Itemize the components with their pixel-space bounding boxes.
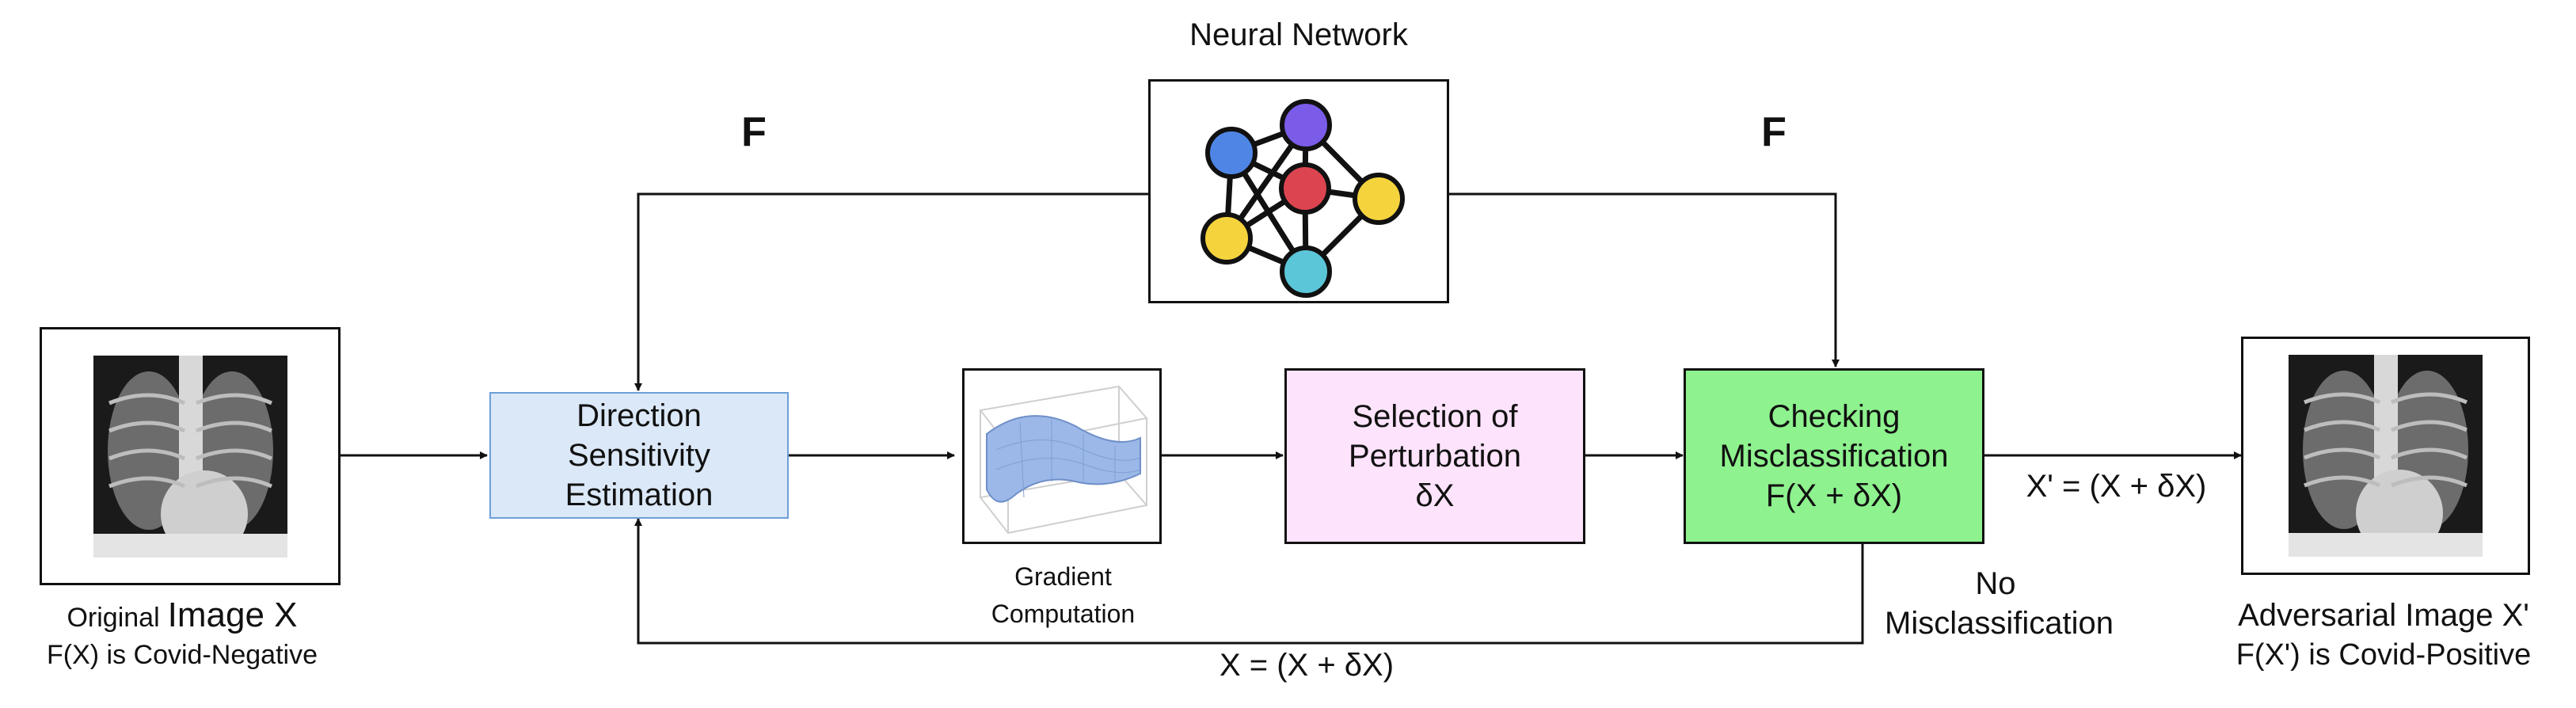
no-misclassification-line1: No — [1975, 566, 2016, 601]
output-caption-line2: F(X') is Covid-Positive — [2235, 638, 2532, 672]
direction-line2: Sensitivity — [567, 438, 711, 473]
checking-line2: Misclassification — [1719, 439, 1949, 474]
input-caption-small: Original — [67, 603, 160, 633]
node-cyan — [1280, 246, 1332, 298]
arrow-network-to-checking — [1449, 192, 1840, 367]
input-image-frame — [40, 327, 341, 585]
selection-line1: Selection of — [1352, 399, 1518, 434]
direction-sensitivity-box: Direction Sensitivity Estimation — [489, 392, 789, 519]
label-f-right: F — [1761, 109, 1786, 155]
node-red — [1279, 162, 1331, 215]
gradient-caption-line1: Gradient — [1014, 562, 1112, 591]
node-yellow-right — [1353, 173, 1405, 225]
checking-line1: Checking — [1767, 399, 1901, 434]
checking-line3: F(X + δX) — [1765, 478, 1903, 513]
label-f-left: F — [741, 109, 767, 155]
arrow-network-to-direction — [634, 192, 1148, 391]
input-caption-line2: F(X) is Covid-Negative — [47, 640, 318, 670]
node-yellow-left — [1200, 212, 1253, 265]
input-xray-image — [93, 355, 287, 558]
selection-line2: Perturbation — [1349, 439, 1521, 474]
feedback-formula: X = (X + δX) — [1219, 648, 1395, 683]
output-image-frame — [2241, 337, 2530, 575]
direction-line3: Estimation — [565, 478, 713, 512]
input-caption-large: Image X — [167, 596, 298, 634]
gradient-caption-line2: Computation — [991, 600, 1136, 628]
no-misclassification-line2: Misclassification — [1885, 606, 2114, 641]
neural-network-box — [1148, 79, 1449, 303]
gradient-surface-icon — [979, 385, 1148, 535]
direction-line1: Direction — [576, 398, 702, 433]
input-caption-line1: Original Image X — [0, 598, 364, 635]
output-xray-image — [2289, 355, 2483, 557]
node-purple — [1280, 99, 1332, 151]
neural-network-icon — [1200, 99, 1405, 298]
arrow-feedback-to-direction — [634, 518, 1864, 645]
checking-misclassification-box: Checking Misclassification F(X + δX) — [1684, 368, 1984, 544]
selection-line3: δX — [1415, 478, 1455, 513]
selection-perturbation-box: Selection of Perturbation δX — [1284, 368, 1585, 544]
node-blue — [1205, 127, 1258, 179]
network-title: Neural Network — [1189, 17, 1408, 52]
output-caption-line1: Adversarial Image X' — [2238, 598, 2529, 633]
output-formula: X' = (X + δX) — [2026, 469, 2207, 504]
gradient-surface-box — [962, 368, 1162, 544]
